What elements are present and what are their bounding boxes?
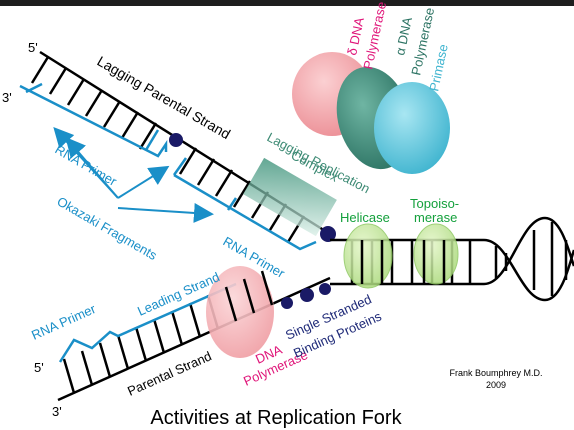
primase bbox=[374, 82, 450, 174]
helicase-label: Helicase bbox=[340, 210, 390, 225]
leading-dna-polymerase bbox=[206, 266, 274, 358]
ssb-proteins bbox=[281, 283, 331, 309]
credit-year: 2009 bbox=[486, 380, 506, 390]
primase-label: Primase bbox=[426, 43, 451, 93]
lag-five-prime: 5' bbox=[28, 40, 38, 55]
ligase-dot bbox=[169, 133, 183, 147]
okazaki-fragments-label: Okazaki Fragments bbox=[55, 194, 161, 264]
alpha-polymerase-label-1: α DNA bbox=[392, 15, 415, 56]
leading-new-strand bbox=[58, 282, 237, 363]
lagging-fork-dot bbox=[320, 226, 336, 242]
lead-three-prime: 3' bbox=[52, 404, 62, 419]
helix-rungs-over-proteins bbox=[360, 240, 446, 284]
credit-name: Frank Boumphrey M.D. bbox=[449, 368, 542, 378]
leading-rungs-under-pol bbox=[224, 270, 274, 322]
okazaki-fragments bbox=[19, 82, 317, 251]
topoisomerase bbox=[413, 223, 459, 285]
rna-primer-lower-label: RNA Primer bbox=[29, 301, 98, 343]
delta-polymerase-label-2: Polymerase bbox=[360, 0, 389, 70]
parental-strand-label: Parental Strand bbox=[125, 348, 214, 398]
lagging-replication-complex-box bbox=[243, 157, 337, 237]
diagram-title: Activities at Replication Fork bbox=[150, 407, 402, 429]
rna-primer-upper-label: RNA Primer bbox=[53, 142, 121, 190]
lagging-rungs bbox=[30, 56, 306, 243]
helicase bbox=[343, 223, 393, 289]
lag-three-prime: 3' bbox=[2, 90, 12, 105]
topoisomerase-label-1: Topoiso- bbox=[410, 196, 459, 211]
pointer-arrows bbox=[53, 127, 214, 223]
lead-five-prime: 5' bbox=[34, 360, 44, 375]
top-bar bbox=[0, 0, 574, 6]
topoisomerase-label-2: merase bbox=[414, 210, 457, 225]
